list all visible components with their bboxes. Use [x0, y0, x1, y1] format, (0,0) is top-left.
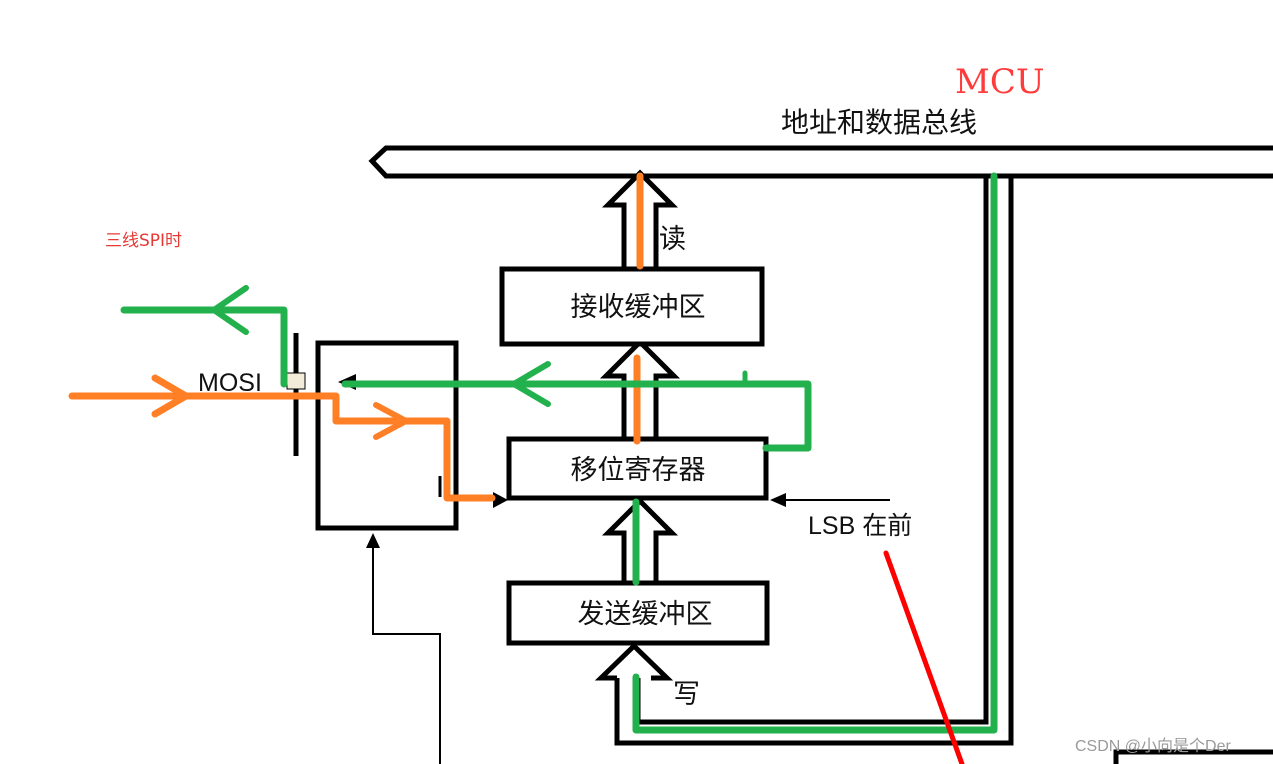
- rx-buffer-box: 接收缓冲区: [499, 266, 765, 347]
- write-arrow: [594, 642, 674, 681]
- lsb-first-line: LSB 在前: [770, 493, 912, 540]
- mcu-label: MCU: [955, 62, 1044, 102]
- bus-label: 地址和数据总线: [781, 106, 977, 139]
- shift-register-box: 移位寄存器: [506, 436, 769, 501]
- control-logic-box: [315, 340, 459, 531]
- three-wire-spi-note: 三线SPI时: [105, 231, 182, 251]
- lsb-first-label: LSB 在前: [808, 512, 912, 540]
- tx-buffer-label: 发送缓冲区: [578, 599, 713, 630]
- tx-to-shift-arrow: [601, 497, 679, 583]
- shift-register-label: 移位寄存器: [571, 455, 706, 486]
- mosi-label: MOSI: [198, 369, 262, 397]
- red-annotation-line: [883, 550, 965, 764]
- address-data-bus: [368, 145, 1273, 179]
- write-label: 写: [673, 679, 700, 710]
- shift-input-arrowhead: [493, 492, 508, 508]
- bottom-right-box-edge: [1113, 749, 1273, 764]
- watermark: CSDN @小向是个Der: [1075, 737, 1231, 755]
- orange-receive-path: [68, 172, 644, 502]
- read-label: 读: [659, 224, 686, 255]
- clock-input-line: [366, 533, 441, 764]
- rx-buffer-label: 接收缓冲区: [571, 292, 706, 323]
- green-transmit-path: [120, 172, 998, 734]
- tx-buffer-box: 发送缓冲区: [506, 580, 770, 646]
